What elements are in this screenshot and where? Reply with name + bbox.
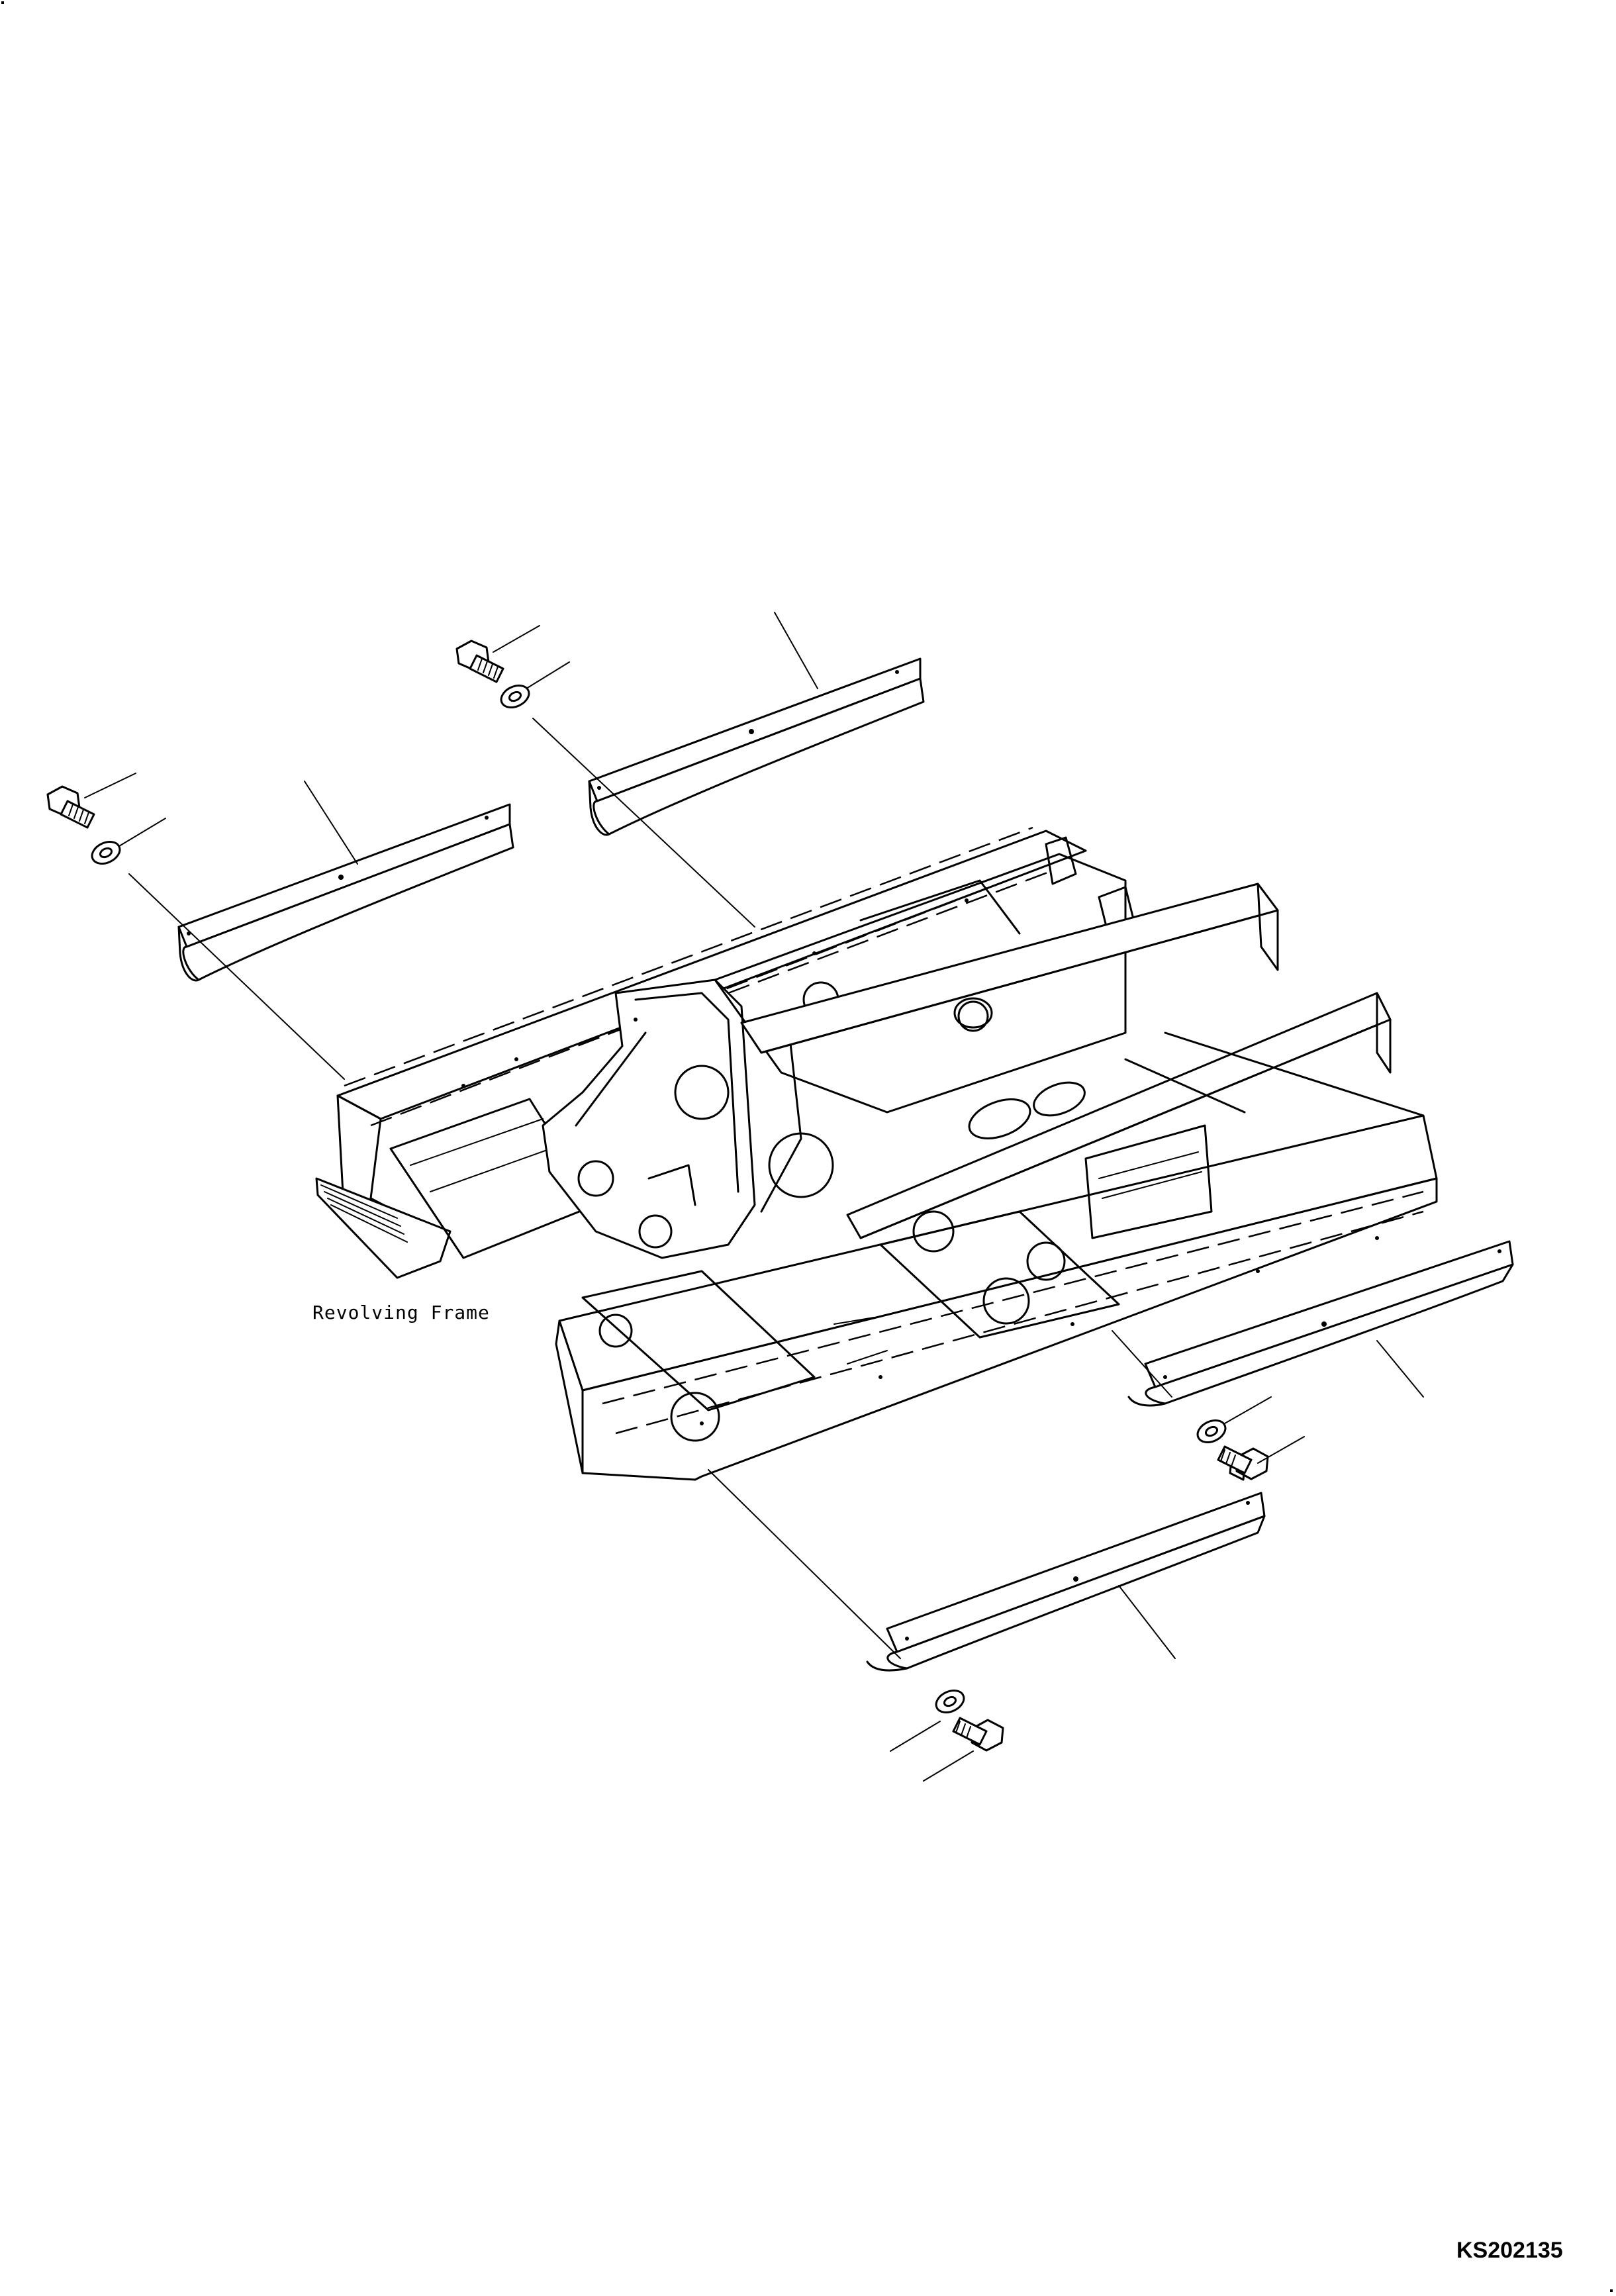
revolving-frame: [315, 826, 1438, 1481]
boom-bracket: [542, 979, 834, 1259]
bolt-rear-right: [455, 640, 504, 683]
bolt-front-bottom: [952, 1717, 1004, 1752]
washer-front-bottom: [935, 1690, 965, 1713]
bolt-rear-left: [46, 785, 95, 829]
frame-holes: [461, 898, 1379, 1425]
frame-front-section: [555, 1114, 1438, 1481]
drawing-code: KS202135: [1456, 2238, 1563, 2263]
leader-lines: [84, 612, 1424, 1782]
cover-rear-left: [177, 803, 514, 982]
assembly-name-label: Revolving Frame: [312, 1302, 490, 1323]
washer-rear-left: [91, 841, 121, 865]
frame-upper-section: [714, 836, 1137, 1114]
corner-mark-bottom-right: [1610, 2289, 1613, 2292]
washer-rear-right: [500, 685, 530, 708]
corner-mark-top-left: [1, 1, 4, 4]
bolt-front-right: [1217, 1445, 1269, 1481]
frame-side-beams: [740, 883, 1425, 1239]
cover-rear-right: [588, 657, 925, 836]
cover-front-bottom: [866, 1492, 1266, 1672]
washer-front-right: [1196, 1419, 1227, 1443]
cover-front-right: [1127, 1240, 1514, 1407]
